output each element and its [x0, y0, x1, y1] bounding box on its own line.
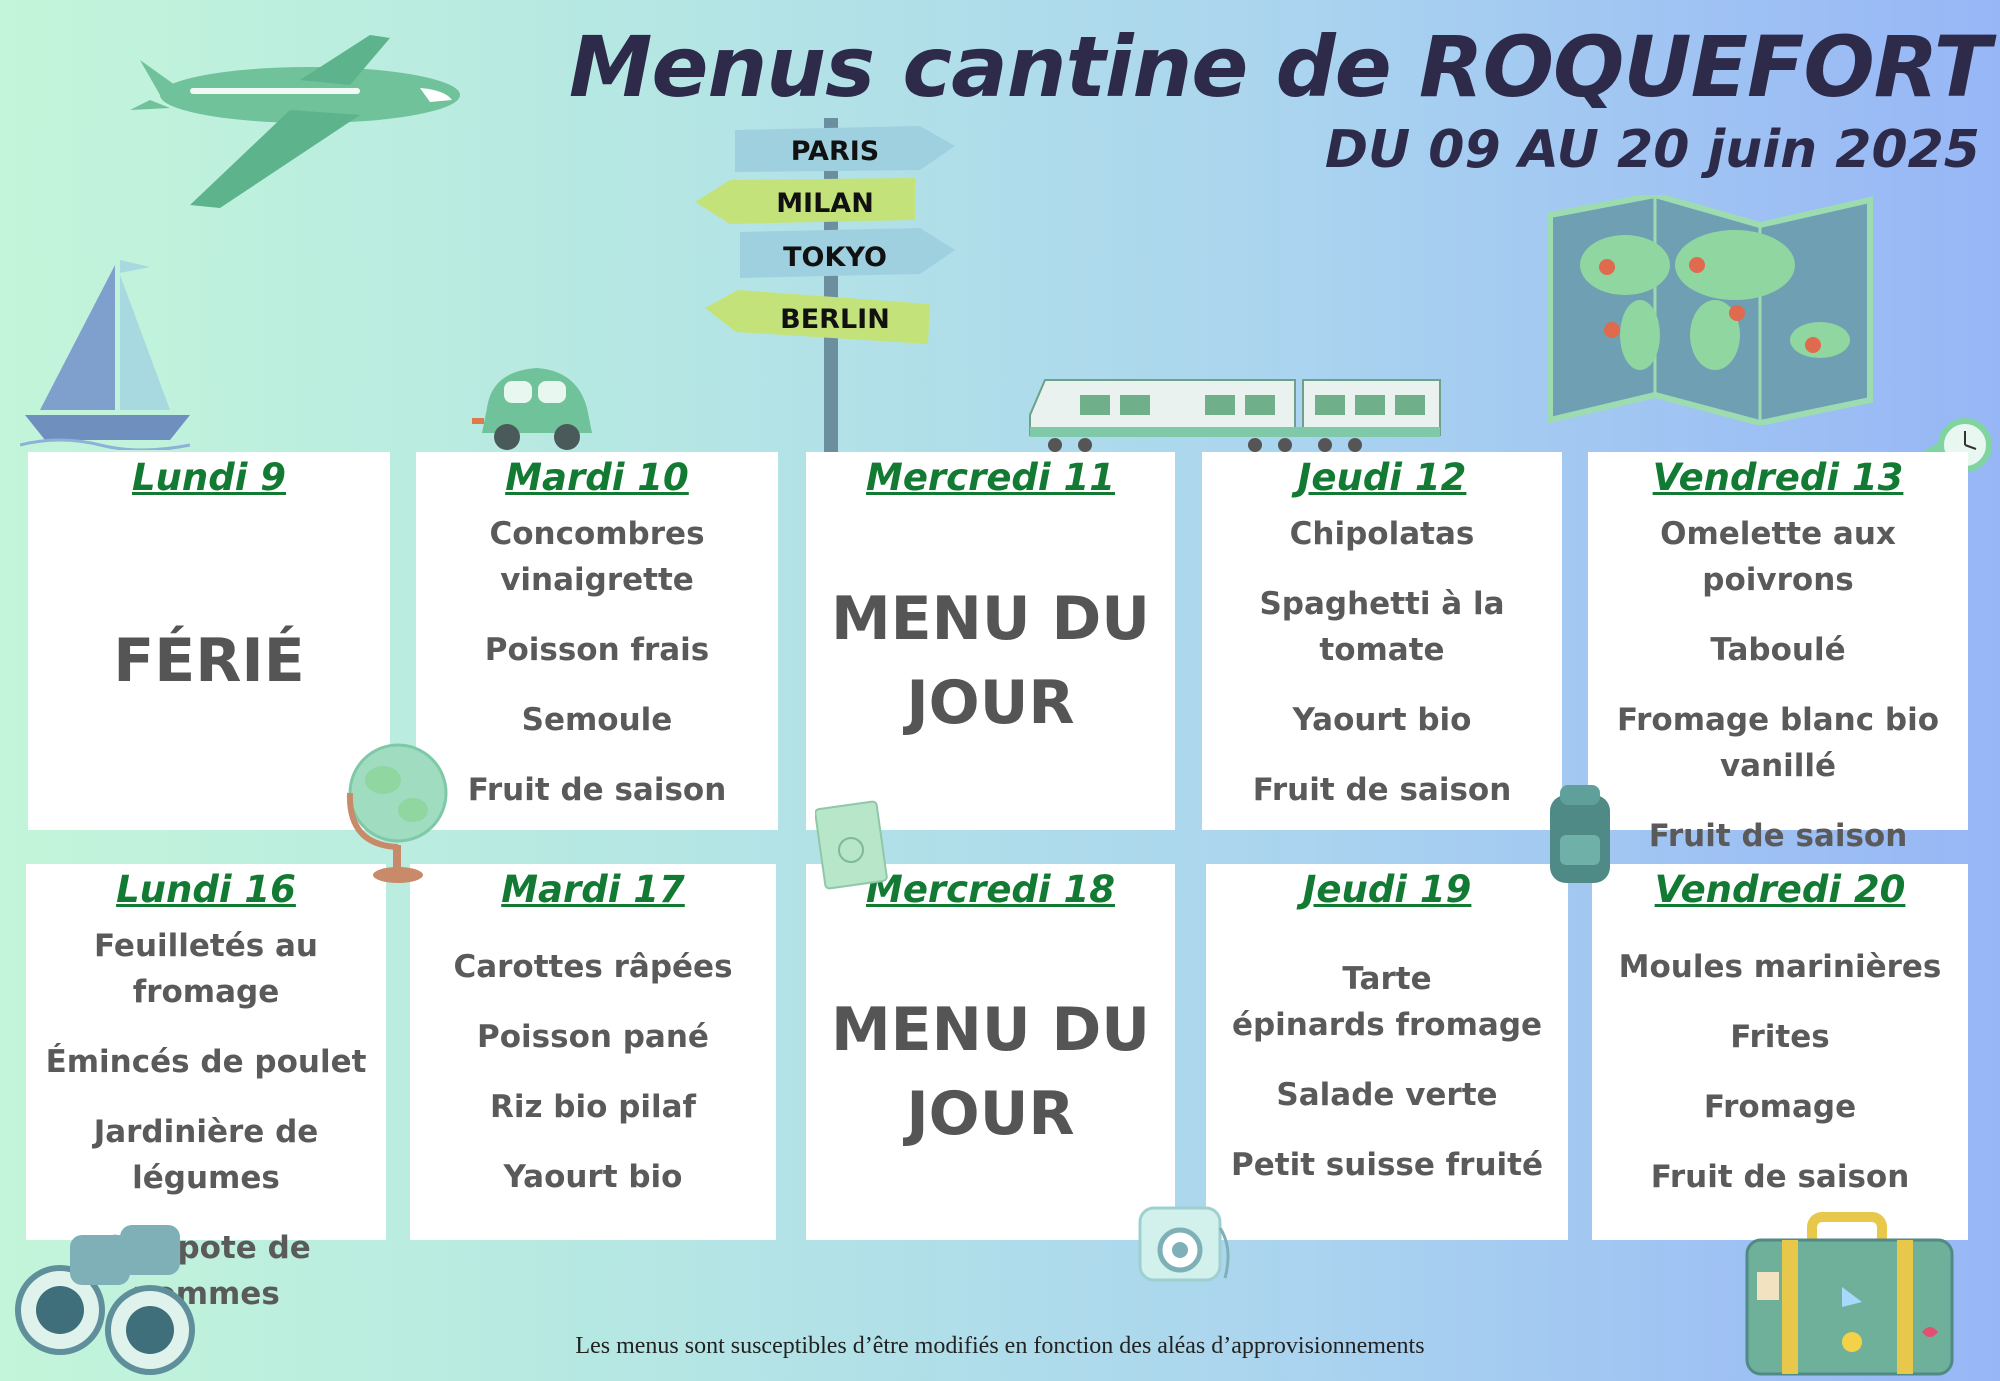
menu-item: Salade verte — [1276, 1076, 1498, 1113]
menu-item: Semoule — [521, 702, 673, 738]
menu-item: Carottes râpées — [453, 948, 733, 985]
day-heading: Vendredi 13 — [1652, 456, 1904, 499]
day-card-vendredi-20: Vendredi 20 Moules marinières Frites Fro… — [1592, 864, 1968, 1240]
menu-item: Poisson pané — [477, 1018, 709, 1055]
day-heading: Mardi 10 — [505, 456, 689, 499]
day-card-jeudi-19: Jeudi 19 Tarte épinards fromage Salade v… — [1206, 864, 1568, 1240]
holiday-label: FÉRIÉ — [113, 625, 305, 696]
day-heading: Vendredi 20 — [1654, 868, 1906, 911]
day-card-mardi-17: Mardi 17 Carottes râpées Poisson pané Ri… — [410, 864, 776, 1240]
day-heading: Jeudi 12 — [1297, 456, 1467, 499]
date-range: DU 09 AU 20 juin 2025 — [1324, 120, 1980, 180]
menu-du-jour-label: MENU DU JOUR — [830, 994, 1151, 1149]
day-heading: Lundi 9 — [131, 456, 287, 499]
signpost-icon: PARIS MILAN TOKYO BERLIN — [695, 118, 955, 453]
menu-item: Yaourt bio — [503, 1158, 683, 1195]
sign-milan: MILAN — [776, 188, 874, 219]
menu-item: Spaghetti à la tomate — [1259, 586, 1505, 668]
menu-item: Omelette aux poivrons — [1660, 516, 1896, 598]
menu-item: Fruit de saison — [1648, 818, 1908, 854]
world-map-icon — [1547, 195, 1873, 425]
menu-item: Chipolatas — [1289, 516, 1475, 552]
binoculars-icon — [15, 1225, 195, 1375]
menu-du-jour-label: MENU DU JOUR — [830, 583, 1151, 738]
camera-icon — [1138, 1206, 1230, 1282]
menu-item: Petit suisse fruité — [1231, 1146, 1543, 1183]
train-icon — [1029, 379, 1441, 452]
menu-item: Riz bio pilaf — [489, 1088, 697, 1125]
footer-note: Les menus sont susceptibles d’être modif… — [575, 1333, 1425, 1359]
day-card-vendredi-13: Vendredi 13 Omelette aux poivrons Taboul… — [1588, 452, 1968, 854]
page-title: Menus cantine de ROQUEFORT — [568, 18, 1991, 116]
menu-item: Concombres vinaigrette — [489, 516, 705, 598]
day-card-mercredi-11: Mercredi 11 MENU DU JOUR — [806, 452, 1175, 830]
suitcase-icon — [1745, 1212, 1954, 1376]
day-card-lundi-16: Lundi 16 Feuilletés au fromage Émincés d… — [26, 864, 386, 1312]
menu-item: Feuilletés au fromage — [94, 928, 318, 1010]
globe-icon — [346, 743, 448, 883]
day-card-lundi-9: Lundi 9 FÉRIÉ — [28, 452, 390, 830]
menu-item: Moules marinières — [1618, 948, 1942, 985]
sign-berlin: BERLIN — [780, 304, 890, 335]
sign-tokyo: TOKYO — [783, 242, 887, 273]
day-card-jeudi-12: Jeudi 12 Chipolatas Spaghetti à la tomat… — [1202, 452, 1562, 830]
menu-item: Poisson frais — [484, 632, 710, 668]
menu-item: Frites — [1730, 1018, 1830, 1055]
menu-item: Taboulé — [1710, 632, 1846, 668]
day-heading: Mercredi 18 — [866, 868, 1115, 911]
day-card-mardi-10: Mardi 10 Concombres vinaigrette Poisson … — [416, 452, 778, 830]
day-heading: Mardi 17 — [501, 868, 685, 911]
menu-item: Tarte épinards fromage — [1231, 960, 1543, 1043]
menu-item: Jardinière de légumes — [93, 1114, 319, 1196]
day-card-mercredi-18: Mercredi 18 MENU DU JOUR — [806, 864, 1175, 1240]
menu-item: Yaourt bio — [1292, 702, 1472, 738]
passport-icon — [815, 800, 888, 890]
menu-item: Fruit de saison — [1650, 1158, 1910, 1195]
airplane-icon — [130, 35, 460, 208]
menu-item: Fruit de saison — [1252, 772, 1512, 808]
day-heading: Mercredi 11 — [866, 456, 1115, 499]
menu-item: Émincés de poulet — [45, 1044, 367, 1080]
menu-item: Fruit de saison — [467, 772, 727, 808]
sailboat-icon — [20, 260, 191, 450]
menu-item: Fromage — [1703, 1088, 1857, 1125]
sign-paris: PARIS — [791, 136, 880, 167]
day-heading: Jeudi 19 — [1302, 868, 1472, 911]
car-icon — [472, 368, 592, 450]
backpack-icon — [1550, 785, 1610, 883]
menu-item: Fromage blanc bio vanillé — [1616, 702, 1940, 784]
day-heading: Lundi 16 — [116, 868, 296, 911]
